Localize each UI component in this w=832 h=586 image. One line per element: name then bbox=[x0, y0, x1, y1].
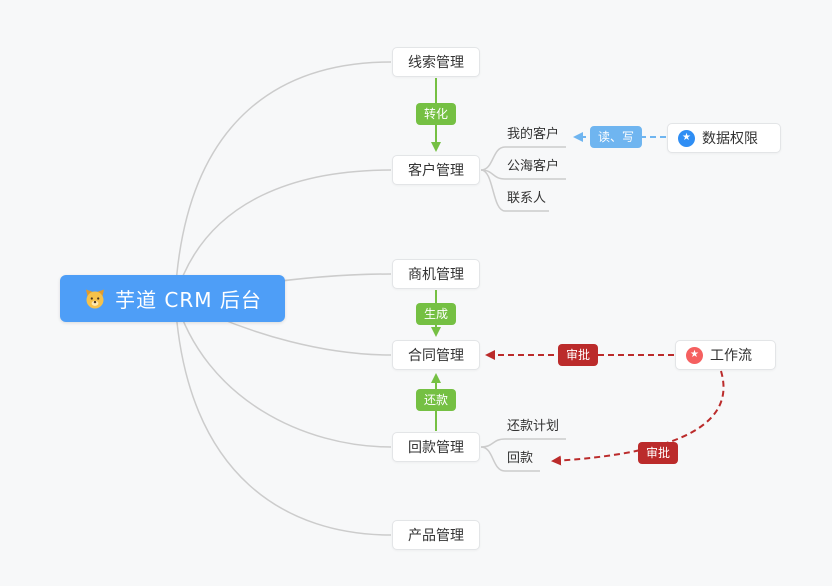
root-node-crm-backend[interactable]: 芋道 CRM 后台 bbox=[60, 275, 285, 322]
node-receivable-management[interactable]: 回款管理 bbox=[392, 432, 480, 462]
node-product-management[interactable]: 产品管理 bbox=[392, 520, 480, 550]
wire-root-to-product bbox=[174, 297, 392, 536]
wire-root-to-receivable bbox=[174, 297, 392, 448]
star-in-blue-circle-icon: ★ bbox=[678, 129, 695, 147]
workflow-label: 工作流 bbox=[710, 348, 752, 364]
wire-root-to-customer bbox=[174, 169, 392, 299]
leaf-public-customer[interactable]: 公海客户 bbox=[507, 159, 560, 174]
arrow-workflow-approve-receipt bbox=[551, 370, 725, 466]
node-data-permission[interactable]: ★ 数据权限 bbox=[667, 123, 781, 153]
dog-emoji-icon bbox=[83, 287, 107, 311]
edge-label-generate: 生成 bbox=[415, 303, 457, 325]
node-workflow[interactable]: ★ 工作流 bbox=[675, 340, 776, 370]
wire-customer-to-contact bbox=[480, 169, 549, 212]
node-customer-management[interactable]: 客户管理 bbox=[392, 155, 480, 185]
leaf-receipt[interactable]: 回款 bbox=[507, 451, 534, 466]
wire-root-to-lead bbox=[174, 61, 392, 299]
wire-customer-to-my-customer bbox=[480, 146, 566, 171]
edge-label-convert: 转化 bbox=[415, 103, 457, 125]
star-in-red-circle-icon: ★ bbox=[686, 346, 703, 364]
node-opportunity-management[interactable]: 商机管理 bbox=[392, 259, 480, 289]
wire-receivable-to-receipt bbox=[480, 446, 540, 472]
wire-receivable-to-repay-plan bbox=[480, 438, 566, 448]
data-permission-label: 数据权限 bbox=[702, 131, 758, 147]
leaf-my-customer[interactable]: 我的客户 bbox=[507, 127, 560, 142]
node-lead-management[interactable]: 线索管理 bbox=[392, 47, 480, 77]
edge-label-approve-receipt: 审批 bbox=[637, 442, 679, 464]
edge-label-repay: 还款 bbox=[415, 389, 457, 411]
root-node-label: 芋道 CRM 后台 bbox=[115, 288, 262, 312]
leaf-repay-plan[interactable]: 还款计划 bbox=[507, 419, 560, 434]
node-contract-management[interactable]: 合同管理 bbox=[392, 340, 480, 370]
edge-label-read-write: 读、写 bbox=[589, 126, 643, 148]
edge-label-approve-contract: 审批 bbox=[557, 344, 599, 366]
leaf-contact[interactable]: 联系人 bbox=[507, 191, 547, 206]
